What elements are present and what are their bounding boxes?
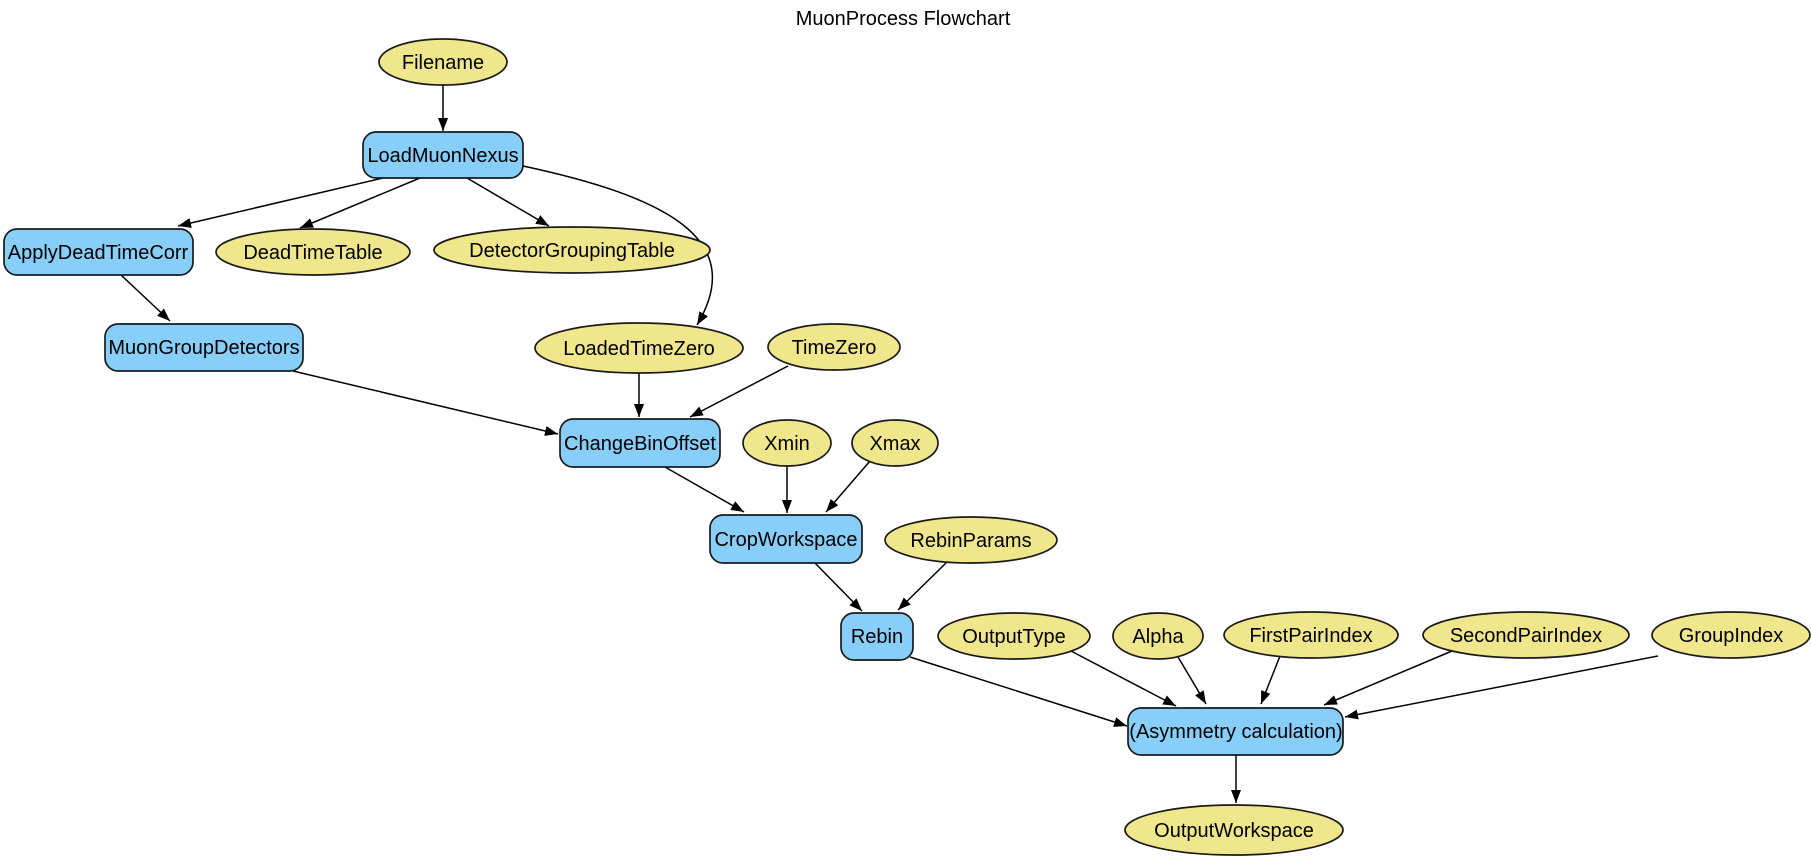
edge-applydeadtimecorr-to-muongroupdetectors: [120, 274, 171, 322]
node-label: FirstPairIndex: [1249, 625, 1372, 647]
node-crop-workspace: CropWorkspace: [709, 514, 863, 564]
node-rebin-params: RebinParams: [884, 516, 1058, 564]
node-shape: [362, 131, 524, 179]
node-label: TimeZero: [792, 337, 877, 359]
node-group-index: GroupIndex: [1651, 611, 1811, 659]
node-label: ApplyDeadTimeCorr: [8, 242, 189, 264]
node-apply-dead-time-corr: ApplyDeadTimeCorr: [3, 228, 194, 276]
node-shape: [3, 228, 194, 276]
diagram-title: MuonProcess Flowchart: [796, 8, 1011, 30]
node-shape: [1127, 707, 1344, 756]
node-layer: Filename LoadMuonNexus ApplyDeadTimeCorr…: [3, 38, 1811, 856]
node-shape: [851, 419, 939, 467]
node-label: Xmin: [764, 433, 810, 455]
node-label: Alpha: [1132, 626, 1184, 648]
node-second-pair-index: SecondPairIndex: [1422, 611, 1630, 659]
node-muon-group-detectors: MuonGroupDetectors: [104, 323, 304, 372]
edge-muongroupdetectors-to-changebinoffset: [292, 370, 559, 436]
edge-loadmuonnexus-to-deadtimetable: [299, 177, 421, 229]
node-shape: [215, 228, 411, 276]
edge-rebin-to-asymmetrycalculation: [909, 656, 1128, 727]
node-output-workspace: OutputWorkspace: [1124, 804, 1344, 856]
edge-alpha-to-asymmetrycalculation: [1177, 656, 1207, 705]
node-detector-grouping-table: DetectorGroupingTable: [433, 226, 711, 274]
node-shape: [884, 516, 1058, 564]
node-shape: [433, 226, 711, 274]
node-shape: [1422, 611, 1630, 659]
node-rebin: Rebin: [840, 612, 914, 661]
node-label: ChangeBinOffset: [564, 433, 716, 455]
node-shape: [1651, 611, 1811, 659]
node-shape: [742, 419, 832, 467]
edge-timezero-to-changebinoffset: [689, 365, 789, 418]
node-label: (Asymmetry calculation): [1129, 721, 1342, 743]
node-label: Xmax: [869, 433, 920, 455]
edge-secondpairindex-to-asymmetrycalculation: [1323, 650, 1453, 706]
node-output-type: OutputType: [937, 612, 1091, 660]
node-shape: [937, 612, 1091, 660]
edge-rebinparams-to-rebin: [897, 561, 948, 611]
edge-layer: [120, 85, 1659, 803]
node-label: DetectorGroupingTable: [469, 240, 675, 262]
node-label: OutputWorkspace: [1154, 820, 1314, 842]
edge-firstpairindex-to-asymmetrycalculation: [1260, 655, 1281, 705]
edge-groupindex-to-asymmetrycalculation: [1344, 655, 1659, 720]
edge-loadmuonnexus-to-loadedtimezero: [522, 165, 714, 326]
edge-xmax-to-cropworkspace: [825, 460, 871, 513]
node-xmax: Xmax: [851, 419, 939, 467]
node-label: Rebin: [851, 626, 903, 648]
node-shape: [1223, 611, 1399, 659]
node-change-bin-offset: ChangeBinOffset: [559, 418, 721, 468]
node-time-zero: TimeZero: [767, 323, 901, 371]
node-load-muon-nexus: LoadMuonNexus: [362, 131, 524, 179]
node-label: Filename: [402, 52, 484, 74]
edge-changebinoffset-to-cropworkspace: [664, 466, 745, 513]
node-label: RebinParams: [910, 530, 1031, 552]
node-label: DeadTimeTable: [243, 242, 382, 264]
edge-loadmuonnexus-to-detectorgroupingtable: [466, 177, 550, 227]
node-label: LoadMuonNexus: [367, 145, 518, 167]
node-label: OutputType: [962, 626, 1065, 648]
node-loaded-time-zero: LoadedTimeZero: [534, 322, 744, 374]
node-label: LoadedTimeZero: [563, 338, 715, 360]
node-alpha: Alpha: [1112, 612, 1204, 660]
node-filename: Filename: [378, 38, 508, 86]
node-shape: [1124, 804, 1344, 856]
edge-cropworkspace-to-rebin: [814, 562, 863, 612]
node-dead-time-table: DeadTimeTable: [215, 228, 411, 276]
node-shape: [378, 38, 508, 86]
node-shape: [559, 418, 721, 468]
node-xmin: Xmin: [742, 419, 832, 467]
node-shape: [840, 612, 914, 661]
node-label: SecondPairIndex: [1450, 625, 1602, 647]
node-shape: [534, 322, 744, 374]
node-asymmetry-calculation: (Asymmetry calculation): [1127, 707, 1344, 756]
edge-outputtype-to-asymmetrycalculation: [1070, 650, 1177, 707]
node-first-pair-index: FirstPairIndex: [1223, 611, 1399, 659]
node-label: GroupIndex: [1679, 625, 1784, 647]
node-label: MuonGroupDetectors: [108, 337, 299, 359]
node-shape: [1112, 612, 1204, 660]
node-label: CropWorkspace: [714, 529, 857, 551]
node-shape: [767, 323, 901, 371]
edge-loadmuonnexus-to-applydeadtimecorr: [177, 177, 384, 228]
node-shape: [709, 514, 863, 564]
node-shape: [104, 323, 304, 372]
